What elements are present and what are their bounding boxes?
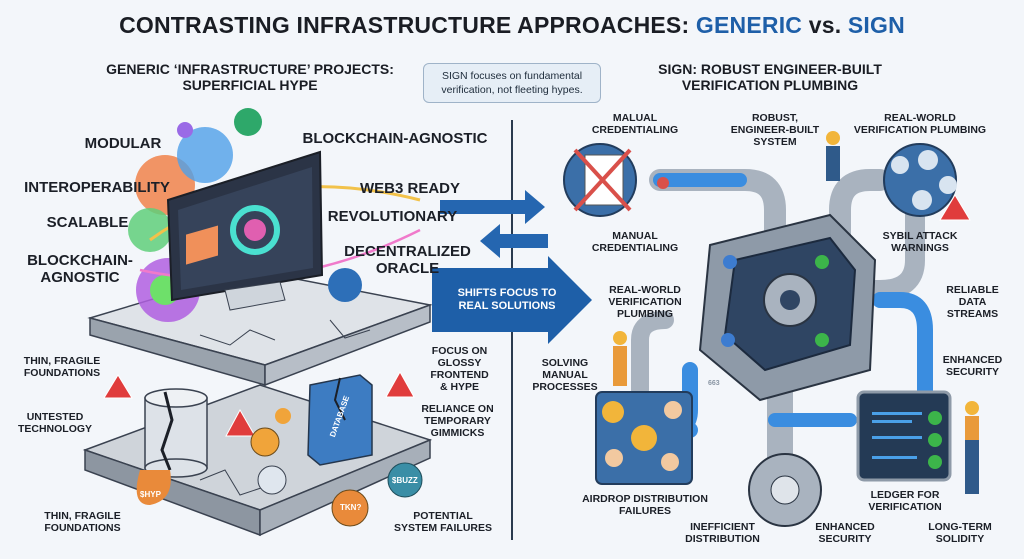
database-box-icon	[307, 374, 373, 466]
database-cylinder-icon	[136, 388, 208, 505]
crossed-document-icon	[563, 143, 669, 217]
title-vs: vs.	[802, 12, 848, 38]
label-focus-on-glossy-frontend: FOCUS ON GLOSSY FRONTEND & HYPE	[430, 345, 489, 393]
shift-arrow-label: SHIFTS FOCUS TO REAL SOLUTIONS	[457, 287, 557, 312]
label-real-world-verification-plumbing-top: REAL-WORLD VERIFICATION PLUMBING	[853, 112, 987, 136]
title-prefix: CONTRASTING INFRASTRUCTURE APPROACHES:	[119, 12, 696, 38]
monitor-icon	[166, 150, 324, 311]
label-untested-technology: UNTESTED TECHNOLOGY	[17, 411, 93, 435]
coin-tkn: TKN?	[340, 503, 362, 512]
title-generic: GENERIC	[695, 12, 803, 38]
label-airdrop-distribution-failures: AIRDROP DISTRIBUTION FAILURES	[582, 493, 708, 517]
label-manual-credentialing: MANUAL CREDENTIALING	[591, 230, 679, 254]
label-reliable-data-streams: RELIABLE DATA STREAMS	[946, 284, 999, 320]
label-enhanced-security-bottom: ENHANCED SECURITY	[815, 521, 875, 545]
ledger-screen	[856, 390, 952, 482]
label-inefficient-distribution: INEFFICIENT DISTRIBUTION	[685, 521, 760, 545]
label-robust-engineer-built-system: ROBUST, ENGINEER-BUILT SYSTEM	[730, 112, 820, 148]
buzzword-decentralized-oracle: DECENTRALIZED ORACLE	[344, 243, 471, 277]
buzzword-revolutionary: REVOLUTIONARY	[327, 208, 458, 225]
coin-hyp: $HYP	[140, 490, 161, 499]
right-heading: SIGN: ROBUST ENGINEER-BUILT VERIFICATION…	[658, 61, 882, 93]
callout-box: SIGN focuses on fundamental verification…	[423, 63, 601, 103]
buzzword-interoperability: INTEROPERABILITY	[24, 179, 170, 196]
question-coins	[250, 408, 423, 527]
buzzword-blockchain-agnostic-left: BLOCKCHAIN- AGNOSTIC	[27, 252, 133, 286]
cracked-foundation-slabs	[82, 269, 433, 537]
label-reliance-on-gimmicks: RELIANCE ON TEMPORARY GIMMICKS	[421, 403, 494, 439]
label-solving-manual-processes: SOLVING MANUAL PROCESSES	[532, 357, 598, 393]
engineer-figures	[613, 131, 979, 494]
airdrop-failure-panel	[595, 391, 693, 485]
page-title: CONTRASTING INFRASTRUCTURE APPROACHES: G…	[0, 12, 1024, 39]
sybil-users-icon	[883, 143, 971, 221]
buzzword-web3-ready: WEB3 READY	[359, 180, 460, 197]
direction-arrows	[432, 190, 592, 344]
coin-buzz: $BUZZ	[392, 476, 418, 485]
label-thin-fragile-foundations-top: THIN, FRAGILE FOUNDATIONS	[23, 355, 101, 379]
label-sybil-attack-warnings: SYBIL ATTACK WARNINGS	[882, 230, 958, 254]
label-malual-credentialing: MALUAL CREDENTIALING	[591, 112, 679, 136]
gear-machine	[698, 213, 877, 527]
callout-text: SIGN focuses on fundamental verification…	[441, 70, 583, 96]
buzzword-scalable: SCALABLE	[46, 214, 129, 231]
label-enhanced-security-right: ENHANCED SECURITY	[942, 354, 1003, 378]
label-thin-fragile-foundations-bottom: THIN, FRAGILE FOUNDATIONS	[44, 510, 121, 534]
label-potential-system-failures: POTENTIAL SYSTEM FAILURES	[393, 510, 492, 534]
label-real-world-verification-plumbing-mid: REAL-WORLD VERIFICATION PLUMBING	[608, 284, 682, 320]
buzzword-modular: MODULAR	[84, 135, 162, 152]
label-ledger-for-verification: LEDGER FOR VERIFICATION	[868, 489, 942, 513]
mini-chart-number: 663	[708, 380, 720, 387]
buzzword-blockchain-agnostic-right: BLOCKCHAIN-AGNOSTIC	[302, 130, 488, 147]
warning-icons	[103, 370, 415, 437]
left-heading: GENERIC ‘INFRASTRUCTURE’ PROJECTS: SUPER…	[106, 61, 394, 93]
title-sign: SIGN	[847, 12, 905, 38]
label-long-term-solidity: LONG-TERM SOLIDITY	[928, 521, 992, 545]
